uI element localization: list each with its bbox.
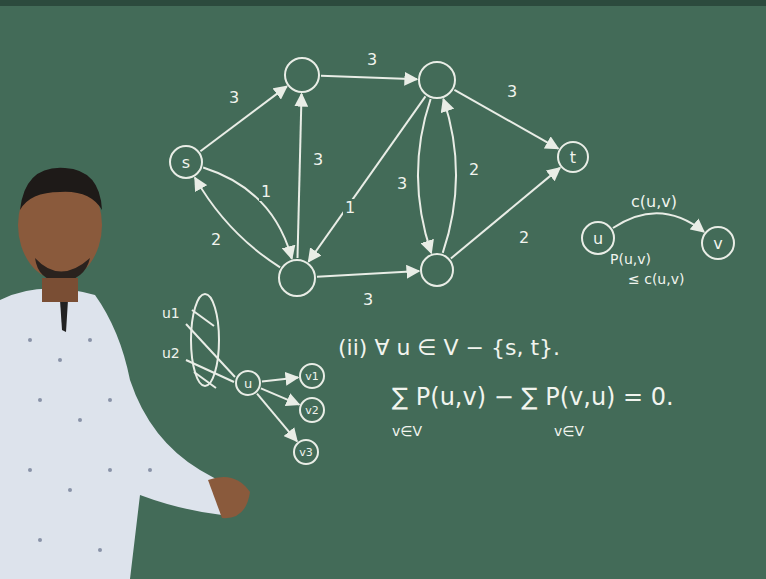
vertex-label: v2 bbox=[305, 404, 319, 417]
graph-vertex: v3 bbox=[293, 439, 319, 465]
vertex-label: v1 bbox=[305, 370, 319, 383]
flow-arc bbox=[261, 388, 299, 404]
capacity-label: 3 bbox=[227, 89, 241, 107]
graph-vertex: u bbox=[581, 221, 615, 255]
cut-sketch bbox=[186, 294, 235, 388]
graph-vertex bbox=[284, 57, 320, 93]
chalk-note: P(u,v) bbox=[608, 252, 653, 267]
chalk-note: (ii) ∀ u ∈ V − {s, t}. bbox=[336, 336, 562, 360]
capacity-label: 2 bbox=[517, 229, 531, 247]
vertex-label: u bbox=[593, 229, 603, 248]
capacity-label: 3 bbox=[311, 151, 325, 169]
flow-arc bbox=[309, 96, 426, 261]
graph-vertex: v1 bbox=[299, 363, 325, 389]
chalk-note: v∈V bbox=[390, 424, 424, 439]
vertex-label: u bbox=[244, 376, 252, 391]
capacity-label: 3 bbox=[395, 175, 409, 193]
flow-arc bbox=[418, 99, 431, 253]
graph-vertex bbox=[418, 61, 456, 99]
lecturer-figure bbox=[0, 168, 250, 579]
vertex-label: s bbox=[182, 153, 190, 172]
board-frame bbox=[0, 0, 766, 6]
capacity-label: 3 bbox=[505, 83, 519, 101]
flow-arc bbox=[195, 178, 280, 268]
vertex-label: v3 bbox=[299, 446, 313, 459]
graph-vertex: t bbox=[557, 141, 589, 173]
graph-vertex bbox=[420, 253, 454, 287]
flow-arc bbox=[297, 94, 301, 258]
chalk-note: ∑ P(u,v) − ∑ P(v,u) = 0. bbox=[390, 384, 676, 410]
chalk-note: u1 bbox=[160, 306, 182, 321]
capacity-label: c(u,v) bbox=[629, 193, 679, 211]
capacity-label: 1 bbox=[343, 199, 357, 217]
chalk-note: v∈V bbox=[552, 424, 586, 439]
chalk-note: ≤ c(u,v) bbox=[626, 272, 686, 287]
graph-vertex bbox=[278, 259, 316, 297]
graph-vertex: v bbox=[701, 226, 735, 260]
flow-arc bbox=[203, 167, 292, 258]
flow-arc bbox=[317, 271, 419, 277]
capacity-label: 1 bbox=[259, 183, 273, 201]
graph-vertex: s bbox=[169, 145, 203, 179]
flow-arc bbox=[451, 168, 560, 259]
graph-vertex: u bbox=[235, 370, 261, 396]
capacity-label: 2 bbox=[209, 231, 223, 249]
vertex-label: t bbox=[570, 148, 576, 167]
flow-arc bbox=[257, 394, 297, 442]
chalk-note: u2 bbox=[160, 346, 182, 361]
vertex-label: v bbox=[713, 234, 722, 253]
capacity-label: 3 bbox=[361, 291, 375, 309]
flow-arc bbox=[613, 213, 704, 232]
capacity-label: 2 bbox=[467, 161, 481, 179]
flow-arc bbox=[262, 378, 298, 382]
graph-vertex: v2 bbox=[299, 397, 325, 423]
flow-arc bbox=[321, 76, 417, 80]
flow-arc bbox=[200, 86, 286, 151]
capacity-label: 3 bbox=[365, 51, 379, 69]
flow-arc bbox=[443, 99, 456, 253]
